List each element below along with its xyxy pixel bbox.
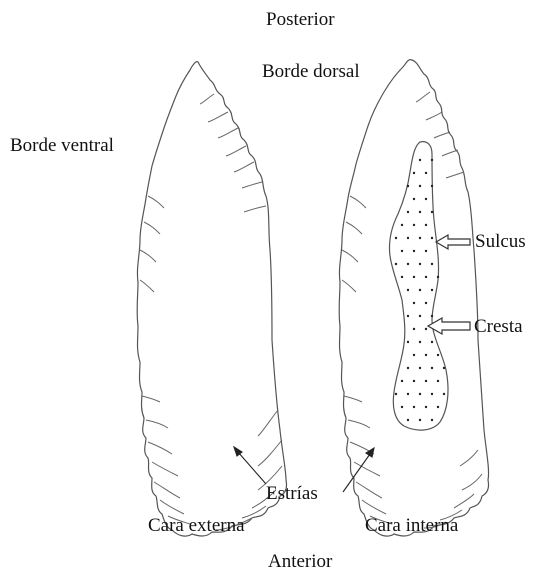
sulcus-dot	[437, 354, 439, 356]
sulcus-dot	[443, 393, 445, 395]
sulcus-dot	[413, 172, 415, 174]
sulcus-dot	[431, 393, 433, 395]
sulcus-dot	[431, 341, 433, 343]
sulcus-dot	[401, 276, 403, 278]
sulcus-dot	[413, 328, 415, 330]
sulcus-dot	[395, 263, 397, 265]
sulcus-dot	[419, 341, 421, 343]
sulcus-dot	[431, 159, 433, 161]
sulcus-dot	[419, 419, 421, 421]
sulcus-dot	[425, 250, 427, 252]
sulcus-dot	[401, 224, 403, 226]
sulcus-dot	[407, 237, 409, 239]
sulcus-dot	[413, 380, 415, 382]
sulcus-dot	[401, 380, 403, 382]
sulcus-dot	[407, 341, 409, 343]
sulcus-dot	[431, 367, 433, 369]
left-striae	[140, 94, 282, 530]
sulcus-outline	[389, 142, 448, 430]
sulcus-dot	[425, 172, 427, 174]
sulcus-arrow	[436, 235, 470, 249]
sulcus-dot	[431, 289, 433, 291]
right-striae	[342, 92, 482, 528]
sulcus-dot	[419, 315, 421, 317]
sulcus-dot	[413, 406, 415, 408]
sulcus-dot	[413, 354, 415, 356]
sulcus-dot	[425, 406, 427, 408]
sulcus-dot	[425, 328, 427, 330]
sulcus-dots	[395, 159, 445, 421]
sulcus-dot	[419, 367, 421, 369]
sulcus-dot	[395, 237, 397, 239]
cara-interna-label: Cara interna	[365, 516, 458, 535]
sulcus-dot	[431, 237, 433, 239]
sulcus-dot	[425, 276, 427, 278]
sulcus-dot	[407, 185, 409, 187]
sulcus-dot	[419, 237, 421, 239]
sulcus-dot	[431, 419, 433, 421]
anterior-label: Anterior	[268, 552, 332, 571]
sulcus-dot	[413, 198, 415, 200]
sulcus-dot	[425, 302, 427, 304]
left-otolith-outline	[137, 62, 286, 536]
sulcus-dot	[413, 250, 415, 252]
sulcus-dot	[401, 406, 403, 408]
sulcus-dot	[413, 302, 415, 304]
sulcus-dot	[431, 263, 433, 265]
sulcus-dot	[395, 393, 397, 395]
right-otolith-outline	[339, 60, 488, 536]
sulcus-dot	[401, 250, 403, 252]
sulcus-dot	[425, 224, 427, 226]
sulcus-dot	[407, 263, 409, 265]
sulcus-dot	[425, 354, 427, 356]
cara-externa-label: Cara externa	[148, 516, 245, 535]
sulcus-dot	[419, 185, 421, 187]
sulcus-dot	[425, 198, 427, 200]
sulcus-dot	[413, 276, 415, 278]
sulcus-dot	[425, 380, 427, 382]
sulcus-dot	[407, 289, 409, 291]
sulcus-dot	[419, 263, 421, 265]
estrias-label: Estrías	[266, 484, 318, 503]
sulcus-dot	[407, 367, 409, 369]
sulcus-dot	[407, 315, 409, 317]
sulcus-dot	[419, 289, 421, 291]
sulcus-dot	[431, 211, 433, 213]
sulcus-dot	[419, 159, 421, 161]
cresta-label: Cresta	[474, 317, 523, 336]
posterior-label: Posterior	[266, 10, 335, 29]
sulcus-dot	[407, 393, 409, 395]
sulcus-dot	[407, 419, 409, 421]
borde-dorsal-label: Borde dorsal	[262, 62, 360, 81]
sulcus-dot	[437, 276, 439, 278]
sulcus-dot	[431, 315, 433, 317]
sulcus-dot	[443, 367, 445, 369]
borde-ventral-label: Borde ventral	[10, 136, 114, 155]
sulcus-dot	[413, 224, 415, 226]
sulcus-dot	[407, 211, 409, 213]
sulcus-dot	[437, 380, 439, 382]
sulcus-label: Sulcus	[475, 232, 526, 251]
sulcus-dot	[419, 211, 421, 213]
sulcus-dot	[431, 185, 433, 187]
sulcus-dot	[419, 393, 421, 395]
sulcus-dot	[437, 406, 439, 408]
